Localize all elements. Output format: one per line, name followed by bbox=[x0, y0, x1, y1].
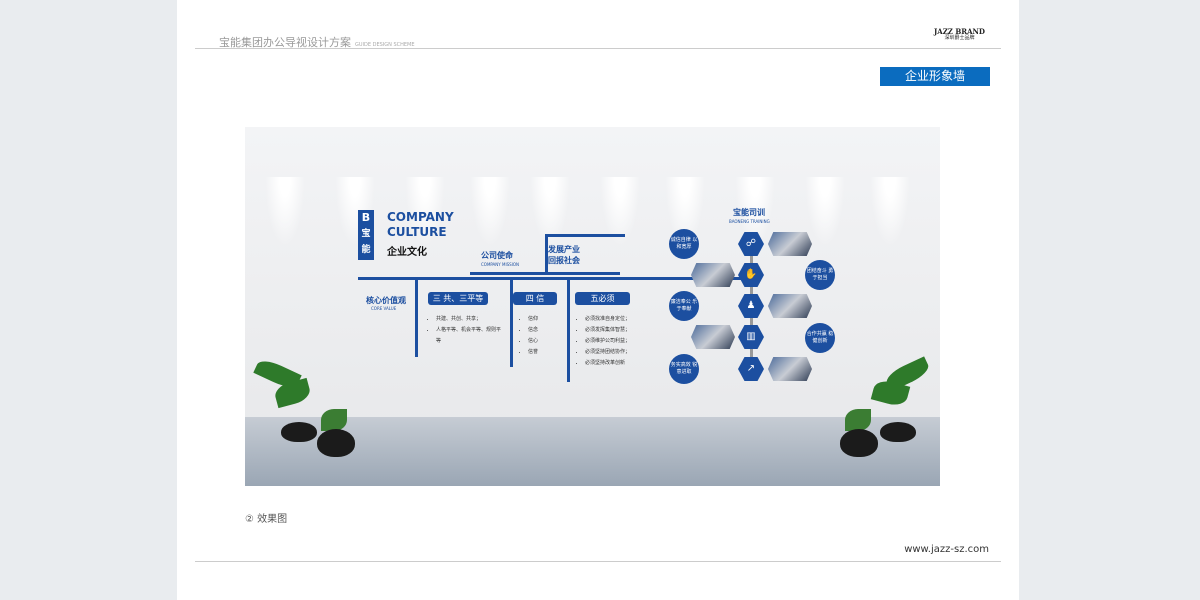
core-value-en: CORE VALUE bbox=[371, 306, 397, 311]
logo-letter: B bbox=[361, 211, 371, 224]
list-item: 信誉 bbox=[528, 347, 538, 358]
list-item: 信仰 bbox=[528, 314, 538, 325]
list-item: 必须找准自身定位； bbox=[585, 314, 647, 325]
spotlight bbox=[805, 177, 845, 247]
floor bbox=[245, 417, 940, 486]
header-divider bbox=[195, 48, 1001, 49]
pillar-title: 四 信 bbox=[513, 292, 557, 305]
photo bbox=[691, 263, 735, 287]
logo-text: JAZZ BRAND bbox=[933, 27, 985, 36]
training-en: BAONENG TRAINING bbox=[729, 219, 770, 224]
section-badge: 企业形象墙 bbox=[880, 67, 990, 86]
motto-circle: 廉洁奉公 乐于奉献 bbox=[669, 291, 699, 321]
mission-rail-top bbox=[545, 234, 625, 237]
spotlight bbox=[870, 177, 910, 247]
planter bbox=[317, 429, 355, 457]
title-cn: 宝能集团办公导视设计方案 bbox=[219, 36, 351, 49]
list-item: 必须发挥集体智慧； bbox=[585, 325, 647, 336]
pillar-title: 三 共、三平等 bbox=[428, 292, 488, 305]
motto-circle: 诚信自律 以和宽厚 bbox=[669, 229, 699, 259]
growth-icon: ↗ bbox=[738, 357, 764, 381]
planter bbox=[281, 422, 317, 442]
photo bbox=[768, 232, 812, 256]
culture-cn: 企业文化 bbox=[387, 247, 427, 258]
pillar-list: 必须找准自身定位； 必须发挥集体智慧； 必须维护公司利益； 必须坚持团结协作； … bbox=[577, 314, 647, 369]
pillar-list: 共建、共创、共享； 人格平等、机会平等、规则平等 bbox=[428, 314, 503, 347]
baoneng-logo: B 宝能 bbox=[358, 210, 374, 260]
photo bbox=[768, 357, 812, 381]
mission-rail-v bbox=[545, 234, 548, 274]
chart-icon: ▥ bbox=[738, 325, 764, 349]
list-item: 人格平等、机会平等、规则平等 bbox=[436, 325, 503, 347]
mission-en: COMPANY MISSION bbox=[481, 262, 520, 267]
hand-icon: ✋ bbox=[738, 263, 764, 287]
website-url: www.jazz-sz.com bbox=[904, 544, 989, 555]
list-item: 信心 bbox=[528, 336, 538, 347]
spotlight bbox=[470, 177, 510, 247]
training-title: 宝能司训 bbox=[733, 208, 765, 217]
motto-circle: 合作共赢 稳健创新 bbox=[805, 323, 835, 353]
plant-leaf bbox=[845, 409, 871, 431]
core-value-label: 核心价值观 bbox=[366, 296, 406, 305]
footer-divider bbox=[195, 561, 1001, 562]
logo-sub: 深圳爵士品牌 bbox=[944, 34, 975, 41]
plant-leaf bbox=[321, 409, 347, 431]
planter bbox=[880, 422, 916, 442]
photo bbox=[691, 325, 735, 349]
photo bbox=[768, 294, 812, 318]
document-title: 宝能集团办公导视设计方案 GUIDE DESIGN SCHEME bbox=[219, 34, 415, 50]
main-rail bbox=[358, 277, 758, 280]
list-item: 必须坚持团结协作； bbox=[585, 347, 647, 358]
mission-label: 公司使命 bbox=[481, 251, 513, 260]
motto-circle: 务实高效 锐意进取 bbox=[669, 354, 699, 384]
title-en: GUIDE DESIGN SCHEME bbox=[355, 42, 415, 48]
pillar-rail bbox=[567, 277, 570, 382]
mission-text-2: 回报社会 bbox=[548, 256, 580, 265]
spotlight bbox=[405, 177, 445, 247]
mission-text-1: 发展产业 bbox=[548, 245, 580, 254]
page: 宝能集团办公导视设计方案 GUIDE DESIGN SCHEME JAZZ BRA… bbox=[177, 0, 1019, 600]
people-icon: ♟ bbox=[738, 294, 764, 318]
pillar-rail bbox=[415, 277, 418, 357]
logo-cn: 宝能 bbox=[361, 229, 371, 255]
pillar-list: 信仰 信念 信心 信誉 bbox=[520, 314, 538, 358]
motto-circle: 团结奋斗 勇于担当 bbox=[805, 260, 835, 290]
list-item: 必须维护公司利益； bbox=[585, 336, 647, 347]
culture-en-2: CULTURE bbox=[387, 225, 447, 239]
pillar-rail bbox=[510, 277, 513, 367]
list-item: 共建、共创、共享； bbox=[436, 314, 503, 325]
culture-en-1: COMPANY bbox=[387, 210, 454, 224]
figure-caption: ② 效果图 bbox=[245, 514, 288, 525]
planter bbox=[840, 429, 878, 457]
list-item: 信念 bbox=[528, 325, 538, 336]
pillar-title: 五必须 bbox=[575, 292, 630, 305]
list-item: 必须坚持改革创新 bbox=[585, 358, 647, 369]
spotlight bbox=[265, 177, 305, 247]
